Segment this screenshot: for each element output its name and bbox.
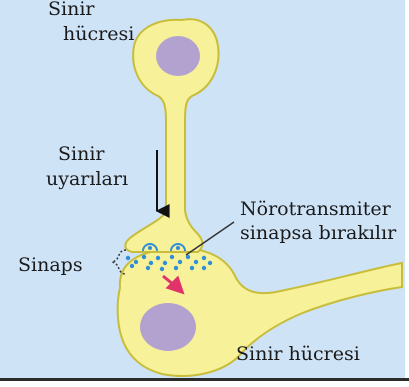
- bottom-nucleus: [140, 303, 196, 351]
- synapse-label: Sinaps: [18, 254, 83, 276]
- neurotransmitter-label-line1: Nörotransmiter: [240, 198, 391, 220]
- neurotransmitter-label-line2: sinapsa bırakılır: [240, 222, 396, 244]
- impulse-label-line1: Sinir: [58, 143, 105, 165]
- top-cell-label-line1: Sinir: [48, 0, 95, 20]
- bottom-cell-label: Sinir hücresi: [236, 343, 360, 365]
- top-cell-label-line2: hücresi: [63, 23, 134, 45]
- impulse-label-line2: uyarıları: [46, 168, 128, 190]
- top-nucleus: [156, 36, 200, 76]
